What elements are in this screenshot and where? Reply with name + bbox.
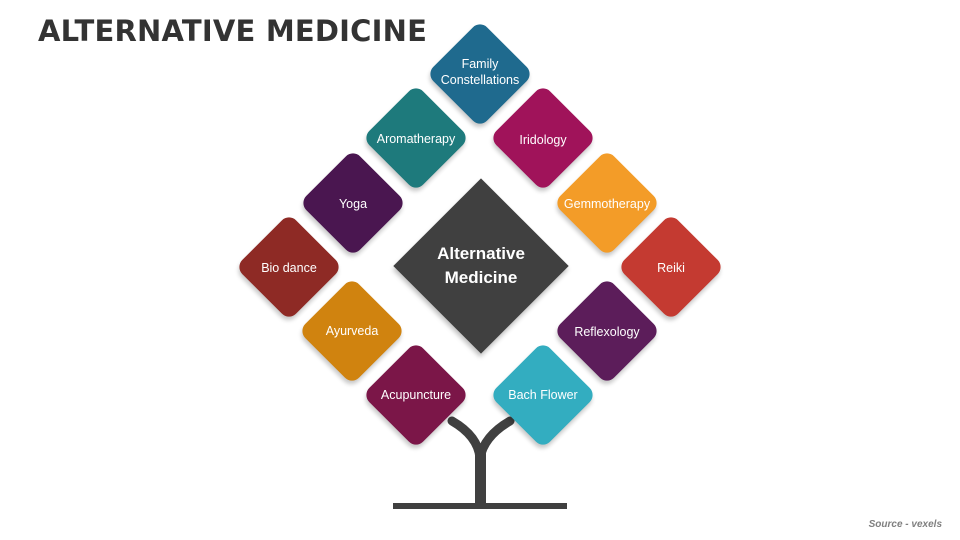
label-family-constellations: Family Constellations [440,57,520,87]
label-gemmotherapy: Gemmotherapy [563,197,651,211]
source-note: Source - vexels [868,519,942,530]
label-ayurveda: Ayurveda [325,324,379,338]
label-acupuncture: Acupuncture [380,388,452,402]
tree-ground [393,503,567,509]
label-bio-dance: Bio dance [261,261,317,275]
slide-title: ALTERNATIVE MEDICINE [38,14,428,48]
label-yoga: Yoga [338,197,368,211]
tree-branch-left [447,416,485,463]
center-label: Alternative Medicine [437,244,525,287]
label-reflexology: Reflexology [574,325,640,339]
tree-branch-right [475,416,515,463]
label-bach-flower: Bach Flower [508,388,578,402]
label-aromatherapy: Aromatherapy [376,132,456,146]
tree-stem [475,450,486,506]
label-iridology: Iridology [519,133,567,147]
label-reiki: Reiki [657,261,685,275]
